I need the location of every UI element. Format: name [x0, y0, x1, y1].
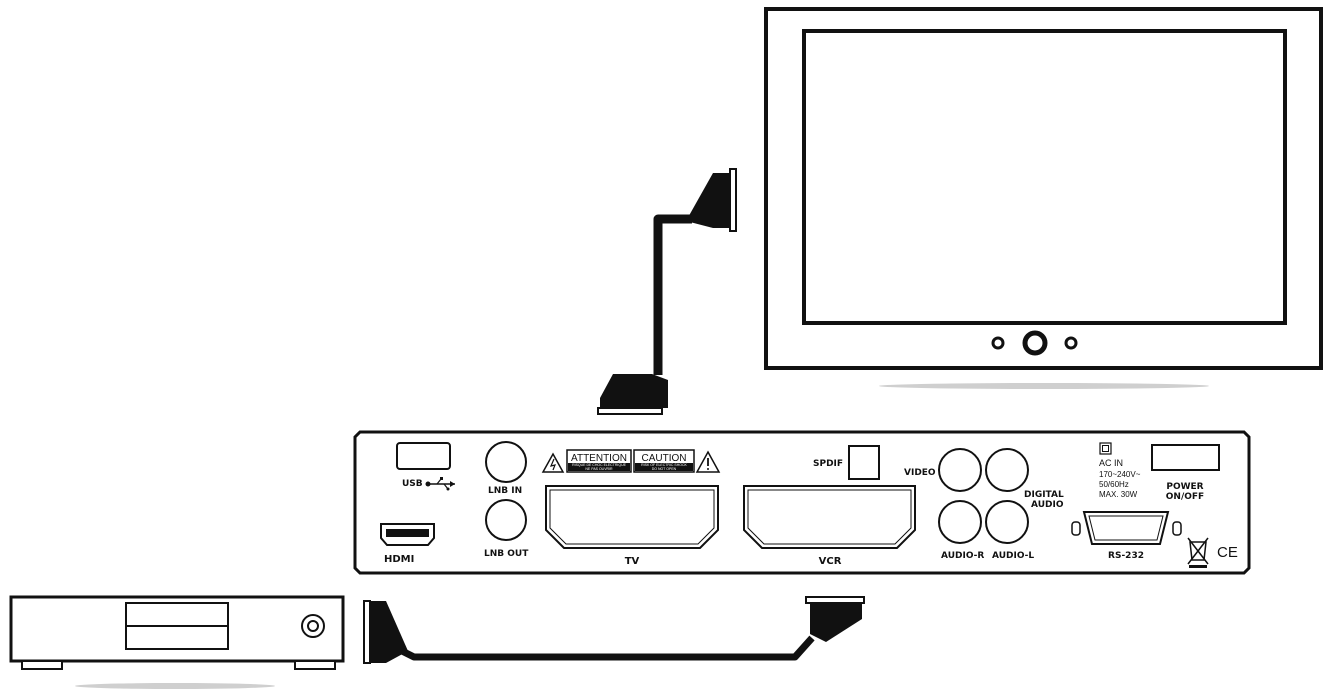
tv-scart-label: TV	[625, 556, 640, 567]
video-rca-jack	[938, 448, 982, 492]
rs232-label: RS-232	[1108, 551, 1144, 561]
max-power-label: MAX. 30W	[1099, 490, 1138, 499]
television	[764, 7, 1323, 389]
video-label: VIDEO	[904, 468, 936, 478]
spdif-port	[848, 445, 880, 480]
lnb-out-connector	[485, 499, 527, 541]
usb-icon	[425, 477, 455, 491]
on-off-label: ON/OFF	[1166, 492, 1204, 502]
attention-sticker: ATTENTION RISQUE DE CHOC ELECTRIQUE NE P…	[566, 449, 632, 473]
caution-text-2: DO NOT OPEN	[652, 467, 677, 471]
exclamation-warning-icon	[695, 450, 721, 473]
caution-title: CAUTION	[642, 453, 687, 464]
audio-l-rca-jack	[985, 500, 1029, 544]
caution-text-1: RISK OF ELECTRIC SHOCK	[641, 463, 687, 467]
audio-r-label: AUDIO-R	[941, 551, 984, 561]
voltage-label: 170~240V~	[1099, 470, 1141, 479]
receiver-rear-panel: USB HDMI LNB IN LNB OUT ATTENTION RI	[353, 430, 1251, 575]
scart-cable-tv	[597, 168, 737, 415]
spdif-label: SPDIF	[813, 459, 843, 469]
power-switch	[1151, 444, 1220, 471]
caution-sticker: CAUTION RISK OF ELECTRIC SHOCK DO NOT OP…	[633, 449, 695, 473]
tv-power-button	[1022, 330, 1048, 356]
digital-audio-rca-jack	[985, 448, 1029, 492]
usb-port	[396, 442, 451, 470]
lnb-in-connector	[485, 441, 527, 483]
power-label: POWER	[1166, 482, 1203, 492]
digital-label: DIGITAL	[1024, 490, 1064, 500]
ce-mark-icon: CE	[1217, 544, 1238, 561]
lightning-warning-icon	[541, 452, 565, 473]
frequency-label: 50/60Hz	[1099, 480, 1129, 489]
tv-screen	[802, 29, 1287, 325]
lnb-in-label: LNB IN	[488, 486, 522, 496]
usb-label: USB	[402, 479, 423, 489]
lnb-out-label: LNB OUT	[484, 549, 529, 559]
audio-r-rca-jack	[938, 500, 982, 544]
tv-button-right	[1064, 336, 1078, 350]
ac-in-label: AC IN	[1099, 458, 1123, 468]
vcr-scart-socket	[743, 485, 916, 549]
attention-text-2: NE PAS OUVRIR	[585, 467, 613, 471]
attention-text-1: RISQUE DE CHOC ELECTRIQUE	[572, 463, 627, 467]
attention-title: ATTENTION	[571, 453, 627, 464]
digital-audio-label: AUDIO	[1031, 500, 1064, 510]
vcr-scart-label: VCR	[819, 556, 842, 567]
tv-scart-socket	[545, 485, 719, 549]
scart-cable-vcr	[363, 596, 865, 664]
tv-shadow	[879, 383, 1209, 389]
weee-bin-icon	[1187, 537, 1209, 568]
hdmi-label: HDMI	[384, 554, 414, 565]
vcr-shadow	[75, 683, 275, 689]
vcr-player	[9, 595, 345, 689]
audio-l-label: AUDIO-L	[992, 551, 1034, 561]
tv-button-left	[991, 336, 1005, 350]
rs232-port	[1071, 511, 1182, 545]
